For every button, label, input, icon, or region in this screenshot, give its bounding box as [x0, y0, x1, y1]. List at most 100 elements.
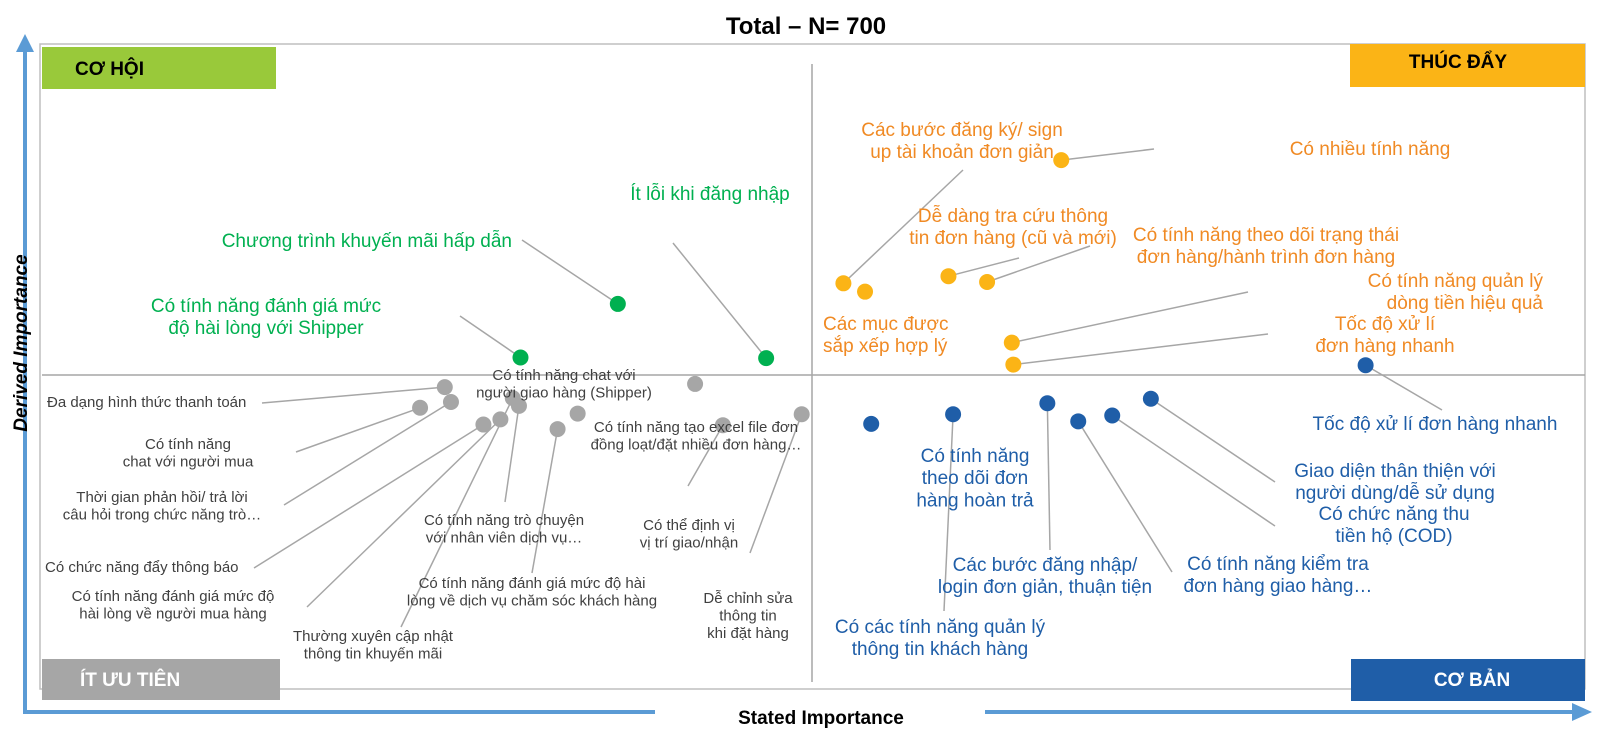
data-point	[1104, 407, 1121, 424]
data-point	[793, 406, 810, 423]
leader-line	[261, 386, 445, 404]
data-point	[835, 275, 852, 292]
leader-line	[521, 239, 619, 305]
leader-line	[1365, 364, 1443, 411]
data-point	[758, 350, 775, 367]
leader-line	[687, 424, 724, 487]
quadrant-label-top-left: CƠ HỘI	[75, 58, 144, 80]
data-point	[714, 417, 731, 434]
leader-line	[1077, 420, 1173, 573]
data-point	[979, 274, 996, 291]
leader-line	[986, 245, 1091, 283]
quadrant-label-top-right: THÚC ĐẨY	[1409, 51, 1507, 73]
leader-line	[1061, 148, 1155, 161]
leader-line	[948, 257, 1020, 277]
leader-line	[749, 413, 803, 554]
data-point	[1039, 395, 1056, 412]
data-point	[475, 416, 492, 433]
quadrant-label-bottom-left: ÍT ƯU TIÊN	[80, 669, 180, 691]
data-points	[412, 152, 1374, 438]
quadrant-box-bottom-right	[1351, 659, 1585, 701]
leader-line	[504, 405, 520, 503]
data-point	[492, 411, 509, 428]
leader-line	[1150, 398, 1276, 483]
data-point	[863, 415, 880, 432]
leader-line	[1046, 403, 1051, 551]
data-point	[1003, 334, 1020, 351]
point-label: Có chức năng đẩy thông báo	[45, 559, 239, 576]
quadrant-box-top-right	[1350, 44, 1585, 87]
quadrant-box-bottom-left	[42, 659, 280, 700]
data-point	[1053, 152, 1070, 169]
point-label: Các bước đăng nhập/login đơn giản, thuận…	[938, 555, 1152, 598]
data-point	[687, 375, 704, 392]
y-axis-label: Derived Importance	[11, 254, 32, 432]
point-labels: Chương trình khuyến mãi hấp dẫn Ít lỗi kh…	[45, 120, 1557, 663]
point-label: Ít lỗi khi đăng nhập	[630, 183, 790, 205]
data-point	[945, 406, 962, 423]
data-point	[512, 349, 529, 366]
quadrant-box-top-left	[42, 47, 276, 89]
data-point	[436, 379, 453, 396]
data-point	[1142, 390, 1159, 407]
quadrant-label-bottom-right: CƠ BẢN	[1434, 669, 1510, 691]
data-point	[1070, 413, 1087, 430]
leader-line	[283, 401, 452, 506]
data-point	[1357, 357, 1374, 374]
plot-frame	[39, 43, 1586, 690]
leader-line	[1111, 414, 1276, 527]
point-label: Tốc độ xử lí đơn hàng nhanh	[1313, 414, 1558, 435]
leader-line	[295, 407, 421, 453]
data-point	[857, 283, 874, 300]
data-point	[569, 405, 586, 422]
leader-line	[842, 169, 964, 284]
point-label: Có nhiều tính năng	[1290, 139, 1451, 160]
leader-line	[943, 414, 954, 612]
leader-line	[531, 428, 559, 574]
leader-line	[306, 418, 501, 608]
data-point	[940, 268, 957, 285]
data-point	[442, 393, 459, 410]
data-point	[510, 397, 527, 414]
data-point	[412, 399, 429, 416]
leader-line	[1013, 333, 1269, 366]
data-point	[609, 295, 626, 312]
data-point	[549, 421, 566, 438]
leader-line	[253, 423, 484, 569]
leader-line	[459, 315, 521, 359]
data-point	[1005, 356, 1022, 373]
y-axis-arrowhead	[16, 34, 34, 52]
point-label: Đa dạng hình thức thanh toán	[47, 394, 246, 411]
point-label: Chương trình khuyến mãi hấp dẫn	[222, 230, 512, 252]
x-axis-arrowhead	[1572, 703, 1592, 721]
leader-line	[672, 242, 767, 359]
leader-line	[1011, 291, 1249, 344]
x-axis-label: Stated Importance	[738, 708, 904, 729]
chart-title: Total – N= 700	[726, 13, 886, 40]
leader-lines	[253, 148, 1443, 628]
leader-line	[400, 397, 514, 628]
